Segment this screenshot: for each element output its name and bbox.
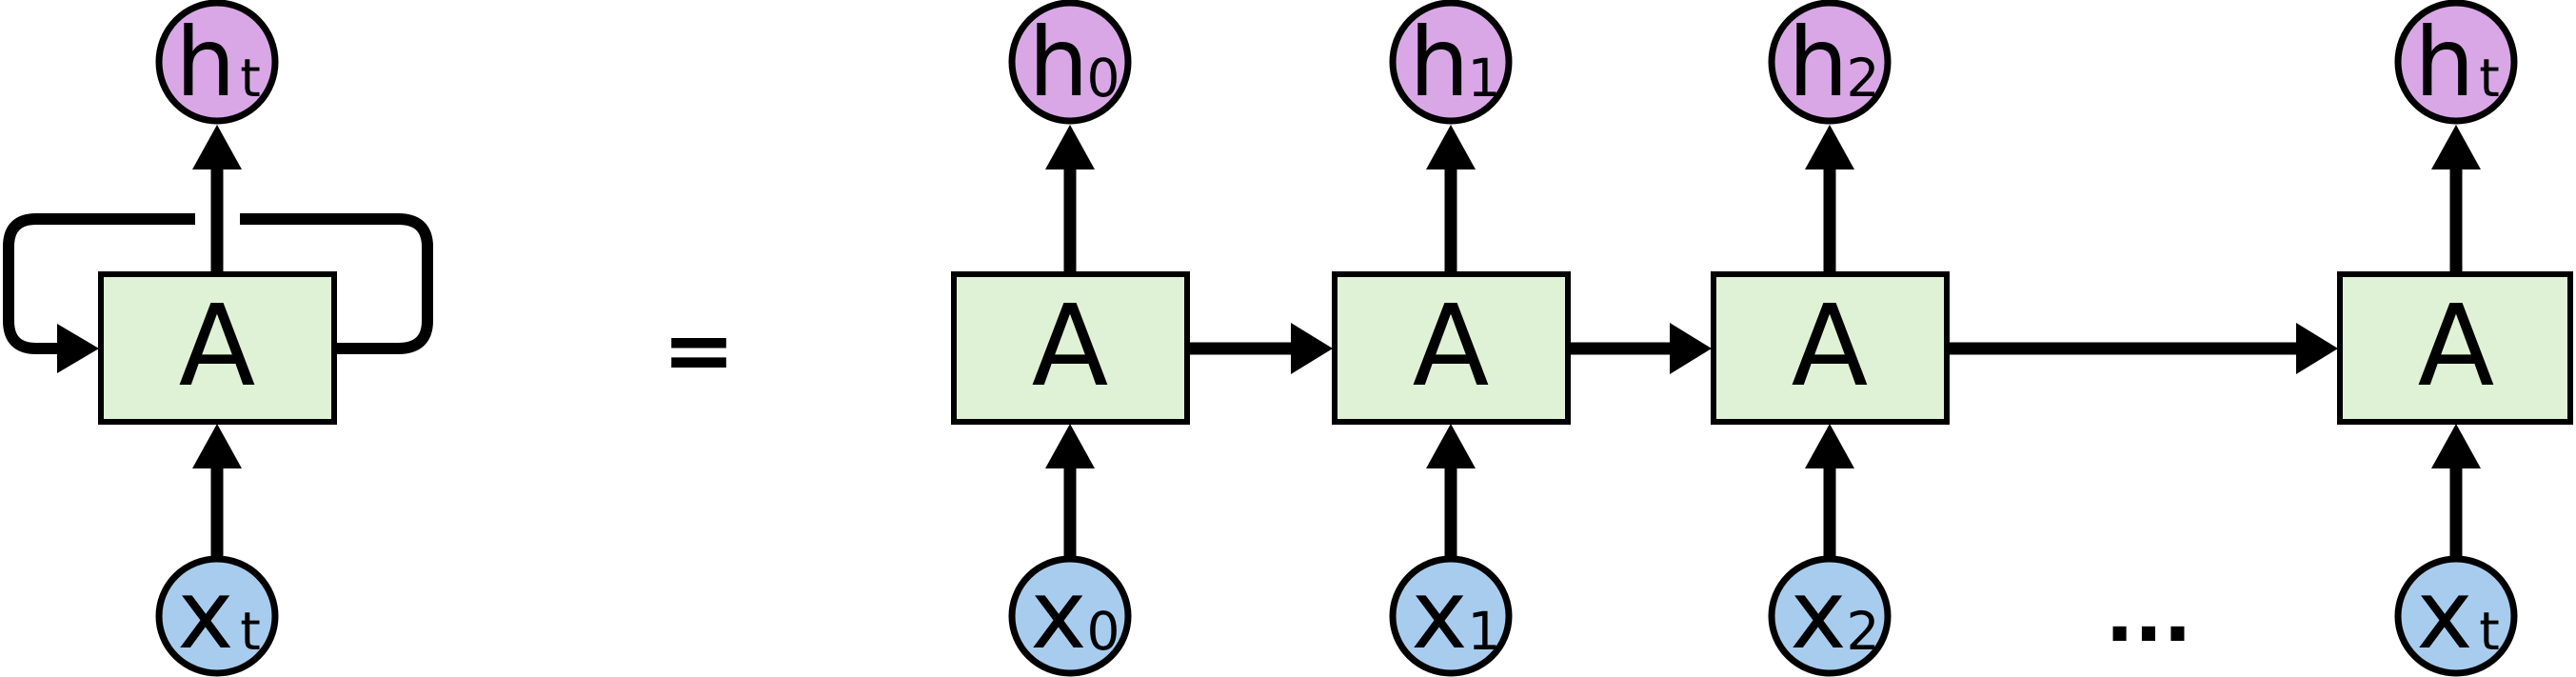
input-label: x [1790, 559, 1846, 670]
input-arrowhead [1045, 424, 1095, 468]
rnn-cell-label: A [1032, 280, 1109, 411]
hidden-state-label: h [2414, 7, 2474, 118]
rnn-cell-box [951, 271, 1190, 425]
hidden-state-node [1008, 0, 1132, 125]
hidden-state-label: h [1409, 7, 1469, 118]
ellipsis: ... [2105, 570, 2191, 659]
hidden-state-subscript: 2 [1847, 48, 1880, 109]
input-node [1768, 555, 1892, 677]
hidden-state-node [1389, 0, 1513, 125]
input-subscript: 1 [1468, 601, 1501, 662]
rnn-cell-label: A [179, 280, 256, 411]
loop-arrowhead [57, 324, 99, 373]
rnn-cell-label: A [1792, 280, 1869, 411]
input-node [2394, 555, 2518, 677]
hidden-state-label: h [1028, 7, 1088, 118]
input-subscript: t [2479, 601, 2500, 662]
input-node [1008, 555, 1132, 677]
hidden-state-subscript: t [240, 48, 261, 109]
rnn-cell-label: A [2418, 280, 2495, 411]
hidden-state-node [155, 0, 279, 125]
input-arrowhead [1805, 424, 1854, 468]
output-arrowhead [2431, 125, 2481, 169]
hidden-state-subscript: 0 [1087, 48, 1120, 109]
folded-rnn-unit: A h t x t [3, 0, 433, 677]
output-arrowhead [1045, 125, 1095, 169]
output-arrowhead [192, 125, 242, 169]
output-arrowhead [1426, 125, 1476, 169]
input-subscript: t [240, 601, 261, 662]
unrolled-rnn-unit-t: A h t x t [2337, 0, 2573, 677]
recurrence-arrow-1-2-head [1670, 323, 1712, 374]
rnn-cell-box [2337, 271, 2573, 425]
input-label: x [1411, 559, 1467, 670]
hidden-state-node [2394, 0, 2518, 125]
input-subscript: 2 [1847, 601, 1880, 662]
unrolled-rnn-unit-0: A h 0 x 0 [951, 0, 1190, 677]
hidden-state-subscript: t [2479, 48, 2500, 109]
equals-sign: = [662, 299, 735, 401]
unrolled-rnn-unit-1: A h 1 x 1 [1332, 0, 1571, 677]
input-label: x [1030, 559, 1086, 670]
input-arrowhead [1426, 424, 1476, 468]
rnn-cell-box [1711, 271, 1950, 425]
recurrence-arrows [1188, 323, 2338, 374]
output-arrowhead [1805, 125, 1854, 169]
hidden-state-subscript: 1 [1468, 48, 1501, 109]
input-node [155, 555, 279, 677]
rnn-cell-label: A [1413, 280, 1490, 411]
input-node [1389, 555, 1513, 677]
recurrence-arrow-0-1-head [1291, 323, 1333, 374]
input-subscript: 0 [1087, 601, 1120, 662]
rnn-cell-box [98, 271, 337, 425]
unrolled-rnn-unit-2: A h 2 x 2 [1711, 0, 1950, 677]
input-label: x [177, 559, 233, 670]
recurrence-arrow-2-t-head [2296, 323, 2338, 374]
rnn-cell-box [1332, 271, 1571, 425]
input-arrowhead [2431, 424, 2481, 468]
hidden-state-label: h [1788, 7, 1848, 118]
hidden-state-node [1768, 0, 1892, 125]
hidden-state-label: h [175, 7, 235, 118]
input-arrowhead [192, 424, 242, 468]
input-label: x [2416, 559, 2472, 670]
